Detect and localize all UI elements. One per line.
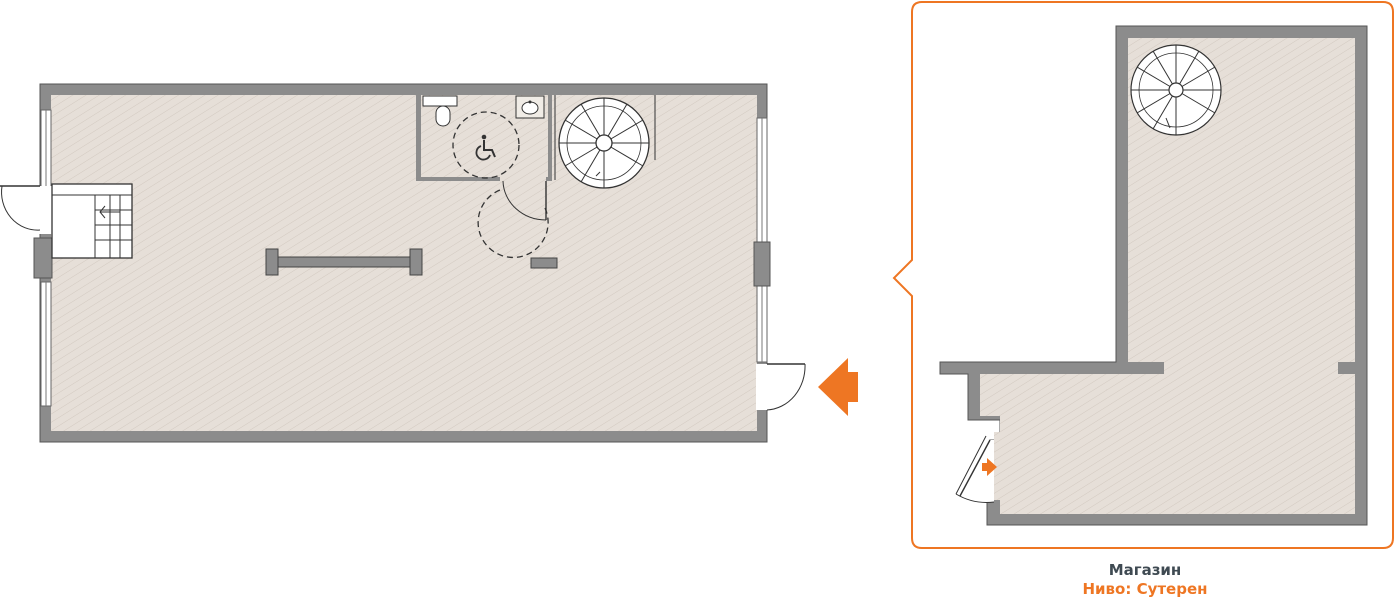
spiral-stair-main <box>554 95 656 189</box>
left-door-swing <box>0 185 41 231</box>
right-door-swing <box>766 363 806 411</box>
main-plan <box>0 83 858 443</box>
wc-room <box>416 95 552 259</box>
wc-turning-circle <box>452 111 520 179</box>
toilet-fixture <box>422 95 458 127</box>
floor-marker <box>530 257 558 269</box>
spiral-stair-mini <box>1130 44 1222 136</box>
entrance-arrow-icon <box>818 358 858 416</box>
wc-approach-circle <box>477 189 549 259</box>
wheelchair-icon <box>475 134 496 161</box>
left-pillar <box>33 237 53 279</box>
callout-panel <box>892 1 1394 549</box>
caption-level: Ниво: Сутерен <box>1082 580 1208 598</box>
sink-fixture <box>515 95 545 119</box>
mini-door-swing <box>955 435 995 503</box>
left-stair <box>51 183 133 259</box>
caption-title: Магазин <box>1108 561 1182 579</box>
right-door-opening <box>756 364 770 410</box>
left-door-opening <box>38 186 52 234</box>
mini-floor <box>980 38 1355 514</box>
central-counter <box>265 248 423 276</box>
mini-entrance-arrow-icon <box>982 458 997 476</box>
right-pillar <box>753 241 771 287</box>
